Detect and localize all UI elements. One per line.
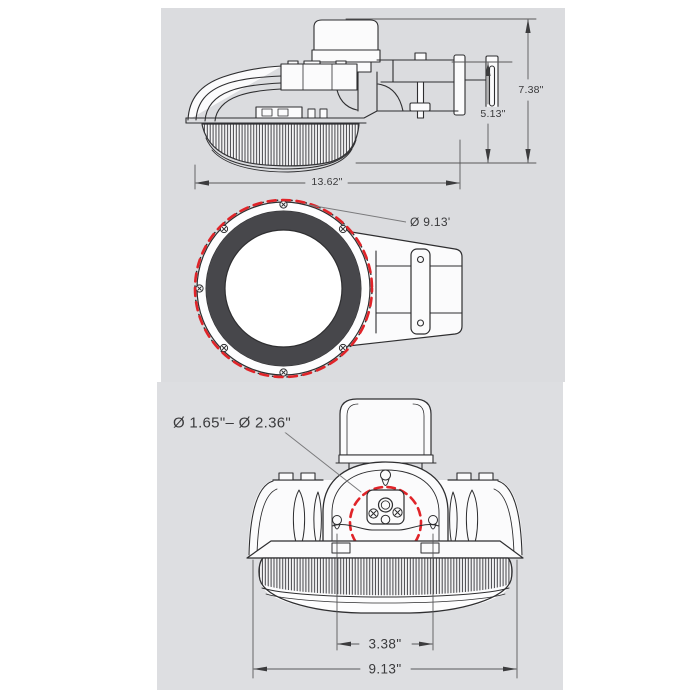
dim-label-height-total: 7.38" bbox=[514, 82, 548, 98]
dim-label-overall-length: 13.62" bbox=[307, 174, 347, 190]
dim-label-body-width: 9.13" bbox=[364, 660, 406, 678]
dim-label-height-to-arm: 5.13" bbox=[476, 106, 510, 122]
rim-screws bbox=[195, 200, 348, 377]
dim-label-slot-spacing: 3.38" bbox=[364, 635, 406, 653]
dim-label-mount-hole-range: Ø 1.65"– Ø 2.36" bbox=[169, 413, 296, 433]
front-view bbox=[246, 398, 524, 614]
top-view bbox=[193, 198, 463, 379]
dim-label-lens-diameter: Ø 9.13' bbox=[406, 214, 455, 230]
side-view bbox=[185, 19, 499, 173]
dimension-lines bbox=[194, 18, 537, 679]
